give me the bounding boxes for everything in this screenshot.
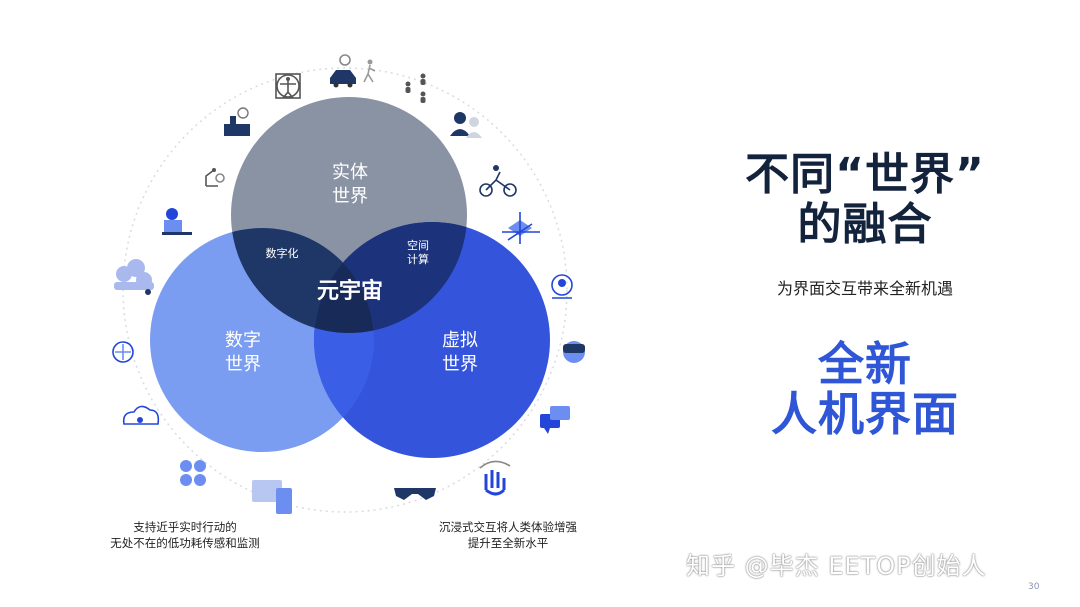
couple-icon — [450, 112, 482, 138]
left-caption-line-1: 支持近乎实时行动的 — [133, 520, 237, 534]
devices-icon — [252, 480, 292, 514]
accent-line-2: 人机界面 — [771, 387, 959, 441]
pedestrian-icon — [363, 59, 376, 83]
left-caption: 支持近乎实时行动的 无处不在的低功耗传感和监测 — [70, 519, 300, 551]
spatial-label-2: 计算 — [407, 252, 429, 266]
virtual-label-2: 世界 — [442, 354, 478, 375]
headline-line-2: 的融合 — [797, 199, 933, 250]
car-icon — [330, 54, 356, 88]
chat-bubbles-icon — [540, 406, 570, 434]
physical-label-1: 实体 — [332, 162, 368, 183]
overlap-physical-virtual — [314, 222, 467, 333]
vitruvian-icon — [275, 73, 301, 99]
hand-gesture-icon — [479, 460, 511, 496]
page-number: 30 — [1028, 582, 1040, 592]
spatial-label-1: 空间 — [407, 238, 429, 252]
right-caption-line-2: 提升至全新水平 — [467, 536, 549, 550]
people-icon — [405, 73, 426, 103]
digitization-label: 数字化 — [266, 246, 299, 260]
cube-axis-icon — [502, 212, 540, 244]
cloud-network-icon — [114, 259, 154, 295]
factory-icon — [224, 107, 250, 136]
headline-line-1: 不同“世界” — [745, 149, 985, 200]
watermark: 知乎 @毕杰 EETOP创始人 — [686, 552, 987, 580]
overlap-physical-digital — [231, 228, 374, 333]
laptop-user-icon — [162, 208, 192, 235]
smart-glasses-icon — [394, 488, 436, 500]
subheadline: 为界面交互带来全新机遇 — [776, 279, 953, 298]
right-caption-line-1: 沉浸式交互将人类体验增强 — [439, 520, 577, 534]
iot-grid-icon — [180, 460, 206, 486]
robot-arm-icon — [205, 168, 225, 187]
metaverse-label: 元宇宙 — [317, 278, 383, 304]
cyclist-icon — [479, 165, 517, 197]
brain-icon — [112, 341, 134, 363]
digital-label-2: 世界 — [225, 354, 261, 375]
digital-label-1: 数字 — [225, 330, 261, 351]
face-scan-icon — [551, 274, 573, 299]
right-caption: 沉浸式交互将人类体验增强 提升至全新水平 — [408, 519, 608, 551]
physical-label-2: 世界 — [332, 186, 368, 207]
vr-headset-icon — [563, 341, 585, 363]
accent-line-1: 全新 — [818, 337, 912, 391]
left-caption-line-2: 无处不在的低功耗传感和监测 — [110, 536, 260, 550]
cloud-icon — [122, 405, 160, 425]
right-panel: 不同“世界” 的融合 为界面交互带来全新机遇 全新 人机界面 — [700, 0, 1030, 607]
virtual-label-1: 虚拟 — [442, 330, 478, 351]
